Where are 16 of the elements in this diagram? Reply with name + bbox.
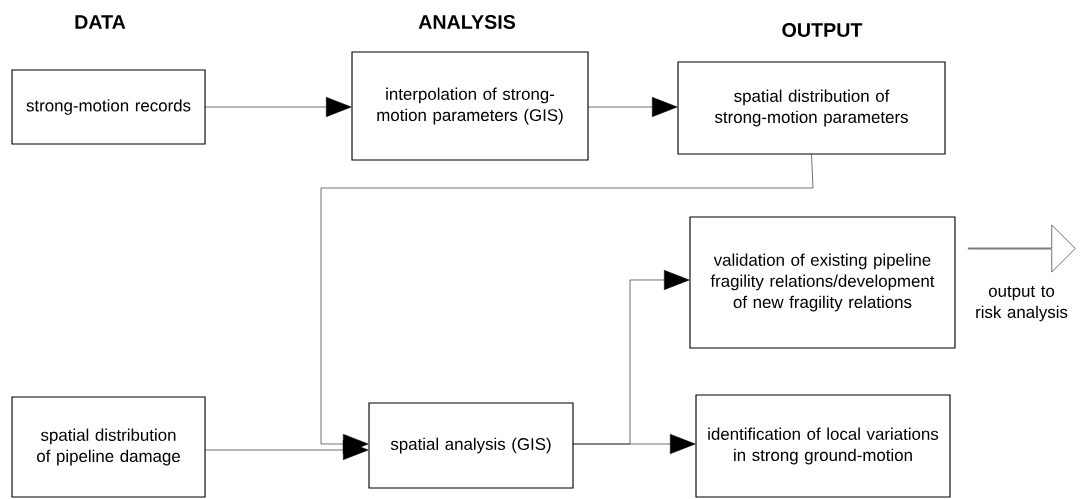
column-heading: DATA (75, 15, 126, 29)
arrow (204, 97, 352, 117)
process-box: spatial distribution of strong-motion parameters (677, 61, 946, 155)
column-heading: ANALYSIS (418, 15, 516, 29)
caption-text: output to risk analysis (976, 285, 1068, 322)
arrow (572, 434, 696, 454)
column-heading: OUTPUT (782, 23, 863, 37)
process-box: interpolation of strong-motion parameters (GIS) (351, 51, 589, 161)
process-box: validation of existing pipeline fragility relations/development of new fragility relations (689, 216, 956, 349)
arrow (204, 440, 369, 460)
arrow (587, 97, 678, 117)
process-box: spatial distribution of pipeline damage (11, 396, 206, 498)
block-arrow (967, 224, 1076, 273)
process-box: identification of local variations in strong ground-motion (695, 394, 951, 498)
process-box: spatial analysis (GIS) (368, 402, 574, 489)
process-box: strong-motion records (11, 69, 206, 145)
